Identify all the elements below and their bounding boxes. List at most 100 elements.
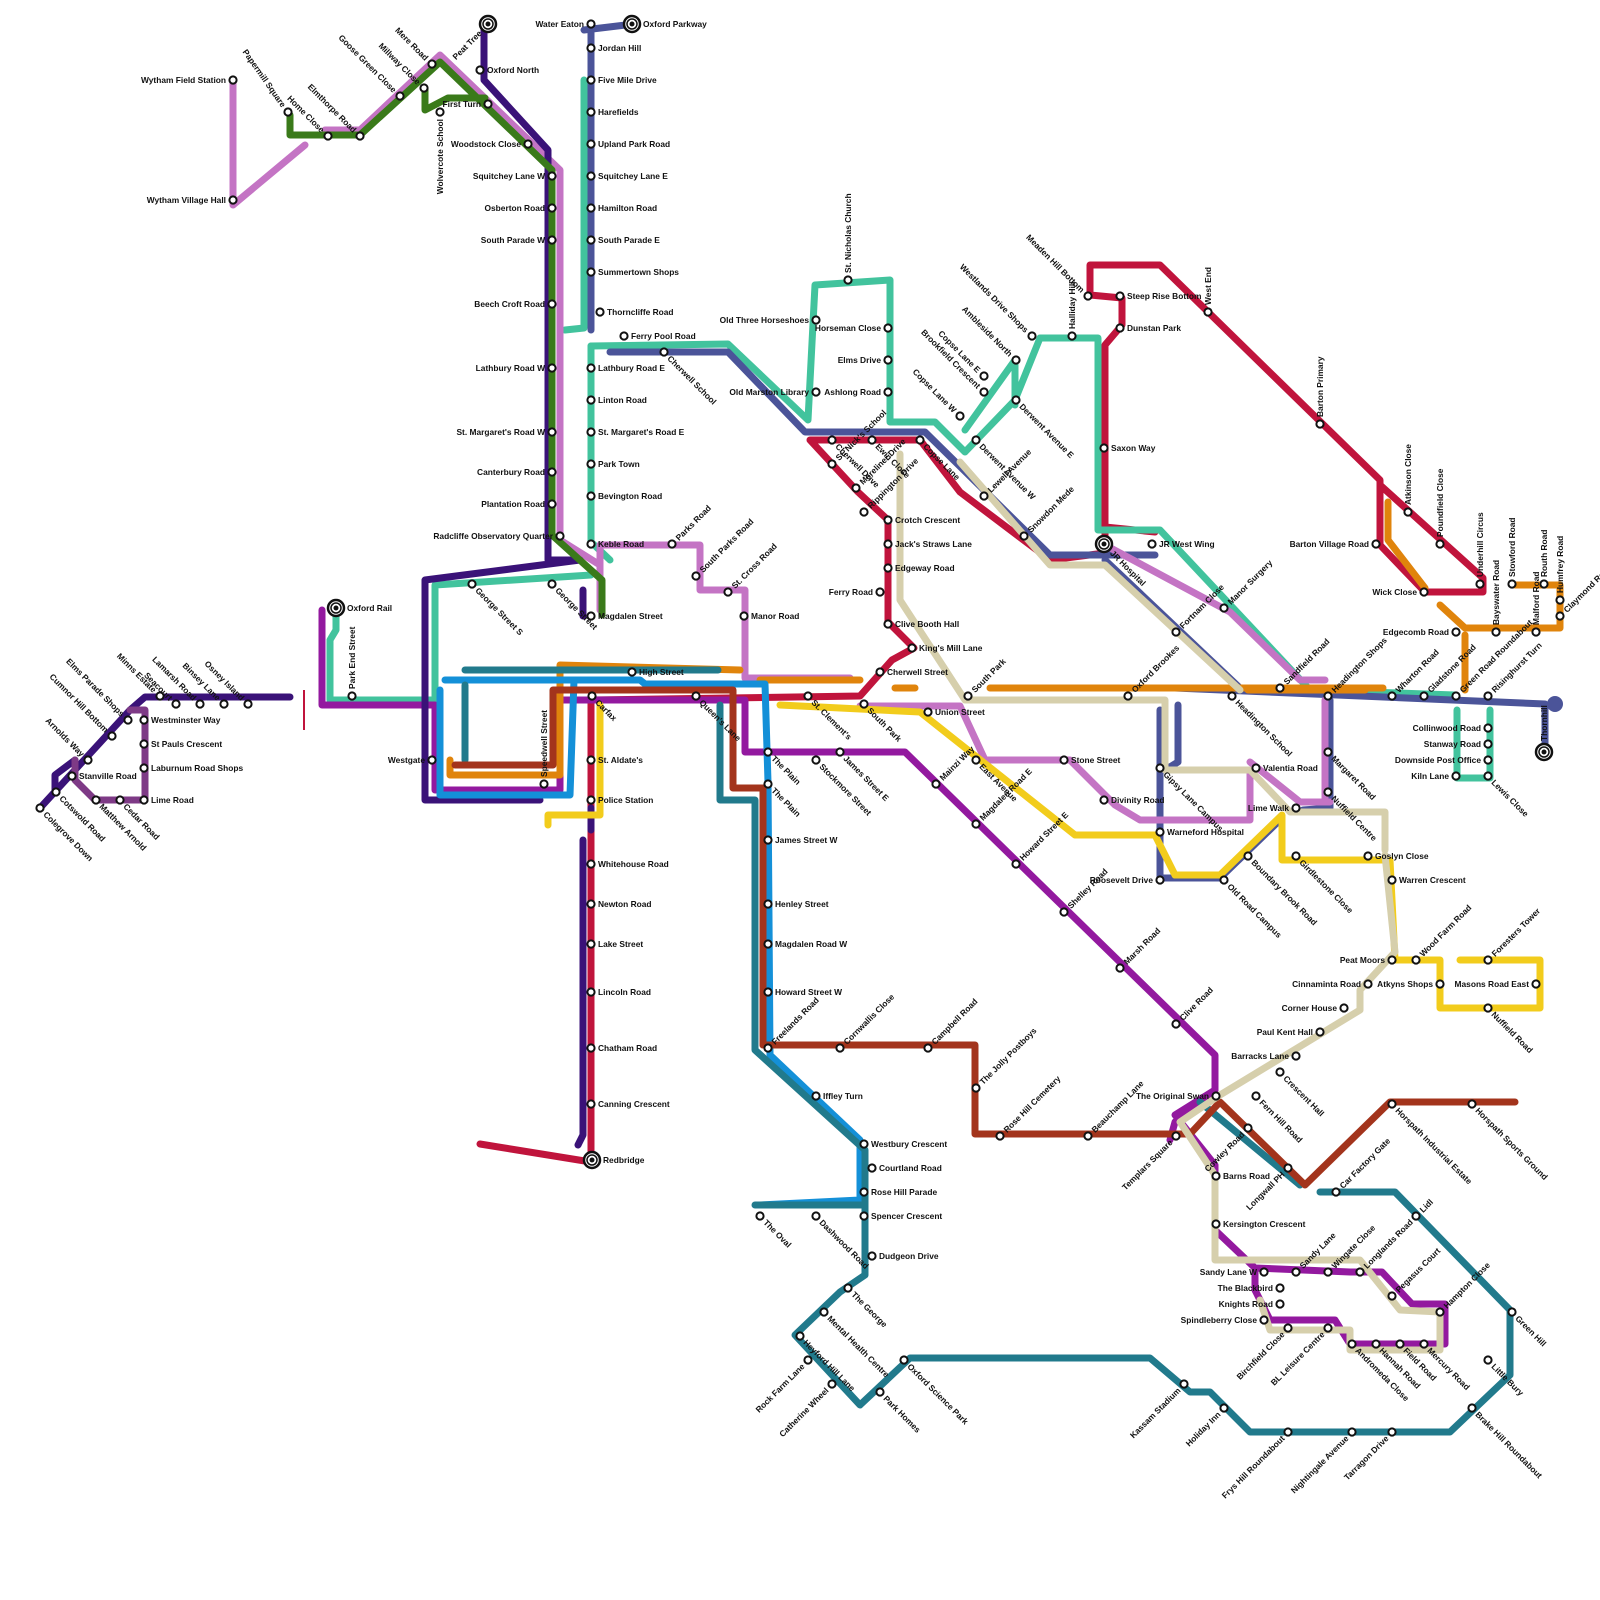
station-dot[interactable] — [811, 315, 821, 325]
station-dot[interactable] — [1315, 419, 1325, 429]
station-dot[interactable] — [971, 755, 981, 765]
station-dot[interactable] — [1275, 1067, 1285, 1077]
station-dot[interactable] — [1291, 851, 1301, 861]
station-dot[interactable] — [883, 355, 893, 365]
station-dot[interactable] — [979, 491, 989, 501]
station-dot[interactable] — [1059, 755, 1069, 765]
station-dot[interactable] — [435, 107, 445, 117]
station-dot[interactable] — [739, 611, 749, 621]
station-dot[interactable] — [395, 91, 405, 101]
station-dot[interactable] — [467, 579, 477, 589]
station-dot[interactable] — [859, 1211, 869, 1221]
station-dot[interactable] — [586, 363, 596, 373]
station-dot[interactable] — [1483, 1355, 1493, 1365]
station-dot[interactable] — [811, 387, 821, 397]
station-dot[interactable] — [139, 715, 149, 725]
station-dot[interactable] — [1451, 771, 1461, 781]
station-dot[interactable] — [1227, 691, 1237, 701]
station-dot[interactable] — [691, 691, 701, 701]
station-dot[interactable] — [586, 235, 596, 245]
station-dot[interactable] — [427, 755, 437, 765]
station-dot[interactable] — [875, 587, 885, 597]
station-dot[interactable] — [1243, 1123, 1253, 1133]
station-dot[interactable] — [1507, 1307, 1517, 1317]
station-dot[interactable] — [1347, 1427, 1357, 1437]
station-dot[interactable] — [1323, 747, 1333, 757]
station-dot[interactable] — [586, 1099, 596, 1109]
station-dot[interactable] — [586, 107, 596, 117]
station-dot[interactable] — [1171, 1019, 1181, 1029]
station-dot[interactable] — [586, 43, 596, 53]
station-dot[interactable] — [1483, 755, 1493, 765]
station-dot[interactable] — [859, 1139, 869, 1149]
station-dot[interactable] — [419, 83, 429, 93]
station-dot[interactable] — [1435, 539, 1445, 549]
station-dot[interactable] — [1123, 691, 1133, 701]
station-dot[interactable] — [35, 803, 45, 813]
station-dot[interactable] — [1467, 1099, 1477, 1109]
station-dot[interactable] — [1115, 323, 1125, 333]
station-dot[interactable] — [586, 859, 596, 869]
station-dot[interactable] — [1483, 771, 1493, 781]
station-dot[interactable] — [1219, 603, 1229, 613]
station-dot[interactable] — [1275, 683, 1285, 693]
station-dot[interactable] — [1323, 1267, 1333, 1277]
station-dot[interactable] — [1115, 963, 1125, 973]
station-dot[interactable] — [763, 747, 773, 757]
station-dot[interactable] — [979, 387, 989, 397]
station-dot[interactable] — [228, 195, 238, 205]
station-dot[interactable] — [586, 75, 596, 85]
station-dot[interactable] — [1171, 1131, 1181, 1141]
station-dot[interactable] — [1011, 355, 1021, 365]
station-dot[interactable] — [586, 203, 596, 213]
station-dot[interactable] — [923, 1043, 933, 1053]
station-dot[interactable] — [355, 131, 365, 141]
station-dot[interactable] — [139, 795, 149, 805]
station-dot[interactable] — [91, 795, 101, 805]
station-dot[interactable] — [835, 747, 845, 757]
station-dot[interactable] — [811, 755, 821, 765]
station-dot[interactable] — [795, 1331, 805, 1341]
station-dot[interactable] — [899, 1355, 909, 1365]
station-dot[interactable] — [1067, 331, 1077, 341]
station-dot[interactable] — [123, 715, 133, 725]
station-dot[interactable] — [1419, 1339, 1429, 1349]
station-dot[interactable] — [139, 763, 149, 773]
station-dot[interactable] — [867, 1251, 877, 1261]
station-dot[interactable] — [1171, 627, 1181, 637]
station-dot[interactable] — [243, 699, 253, 709]
station-dot[interactable] — [1083, 291, 1093, 301]
station-dot[interactable] — [1179, 1379, 1189, 1389]
station-dot[interactable] — [667, 539, 677, 549]
station-dot[interactable] — [1147, 539, 1157, 549]
station-dot[interactable] — [1403, 507, 1413, 517]
station-dot[interactable] — [859, 699, 869, 709]
station-dot[interactable] — [1019, 531, 1029, 541]
station-dot[interactable] — [1387, 1291, 1397, 1301]
station-dot[interactable] — [883, 387, 893, 397]
station-dot[interactable] — [1331, 1187, 1341, 1197]
station-dot[interactable] — [859, 507, 869, 517]
station-dot[interactable] — [1155, 875, 1165, 885]
station-dot[interactable] — [1387, 1427, 1397, 1437]
station-dot[interactable] — [1555, 595, 1565, 605]
station-dot[interactable] — [1099, 443, 1109, 453]
station-dot[interactable] — [587, 691, 597, 701]
station-dot[interactable] — [1435, 1307, 1445, 1317]
station-dot[interactable] — [971, 435, 981, 445]
station-dot[interactable] — [483, 99, 493, 109]
station-dot[interactable] — [1371, 1339, 1381, 1349]
station-dot[interactable] — [171, 699, 181, 709]
station-dot[interactable] — [219, 699, 229, 709]
station-dot[interactable] — [923, 707, 933, 717]
station-dot[interactable] — [1355, 1267, 1365, 1277]
station-dot[interactable] — [586, 19, 596, 29]
station-dot[interactable] — [1451, 627, 1461, 637]
station-dot[interactable] — [1219, 1403, 1229, 1413]
station-dot[interactable] — [883, 515, 893, 525]
station-dot[interactable] — [859, 1187, 869, 1197]
station-dot[interactable] — [1203, 307, 1213, 317]
station-dot[interactable] — [995, 1131, 1005, 1141]
station-dot[interactable] — [763, 899, 773, 909]
station-dot[interactable] — [67, 771, 77, 781]
